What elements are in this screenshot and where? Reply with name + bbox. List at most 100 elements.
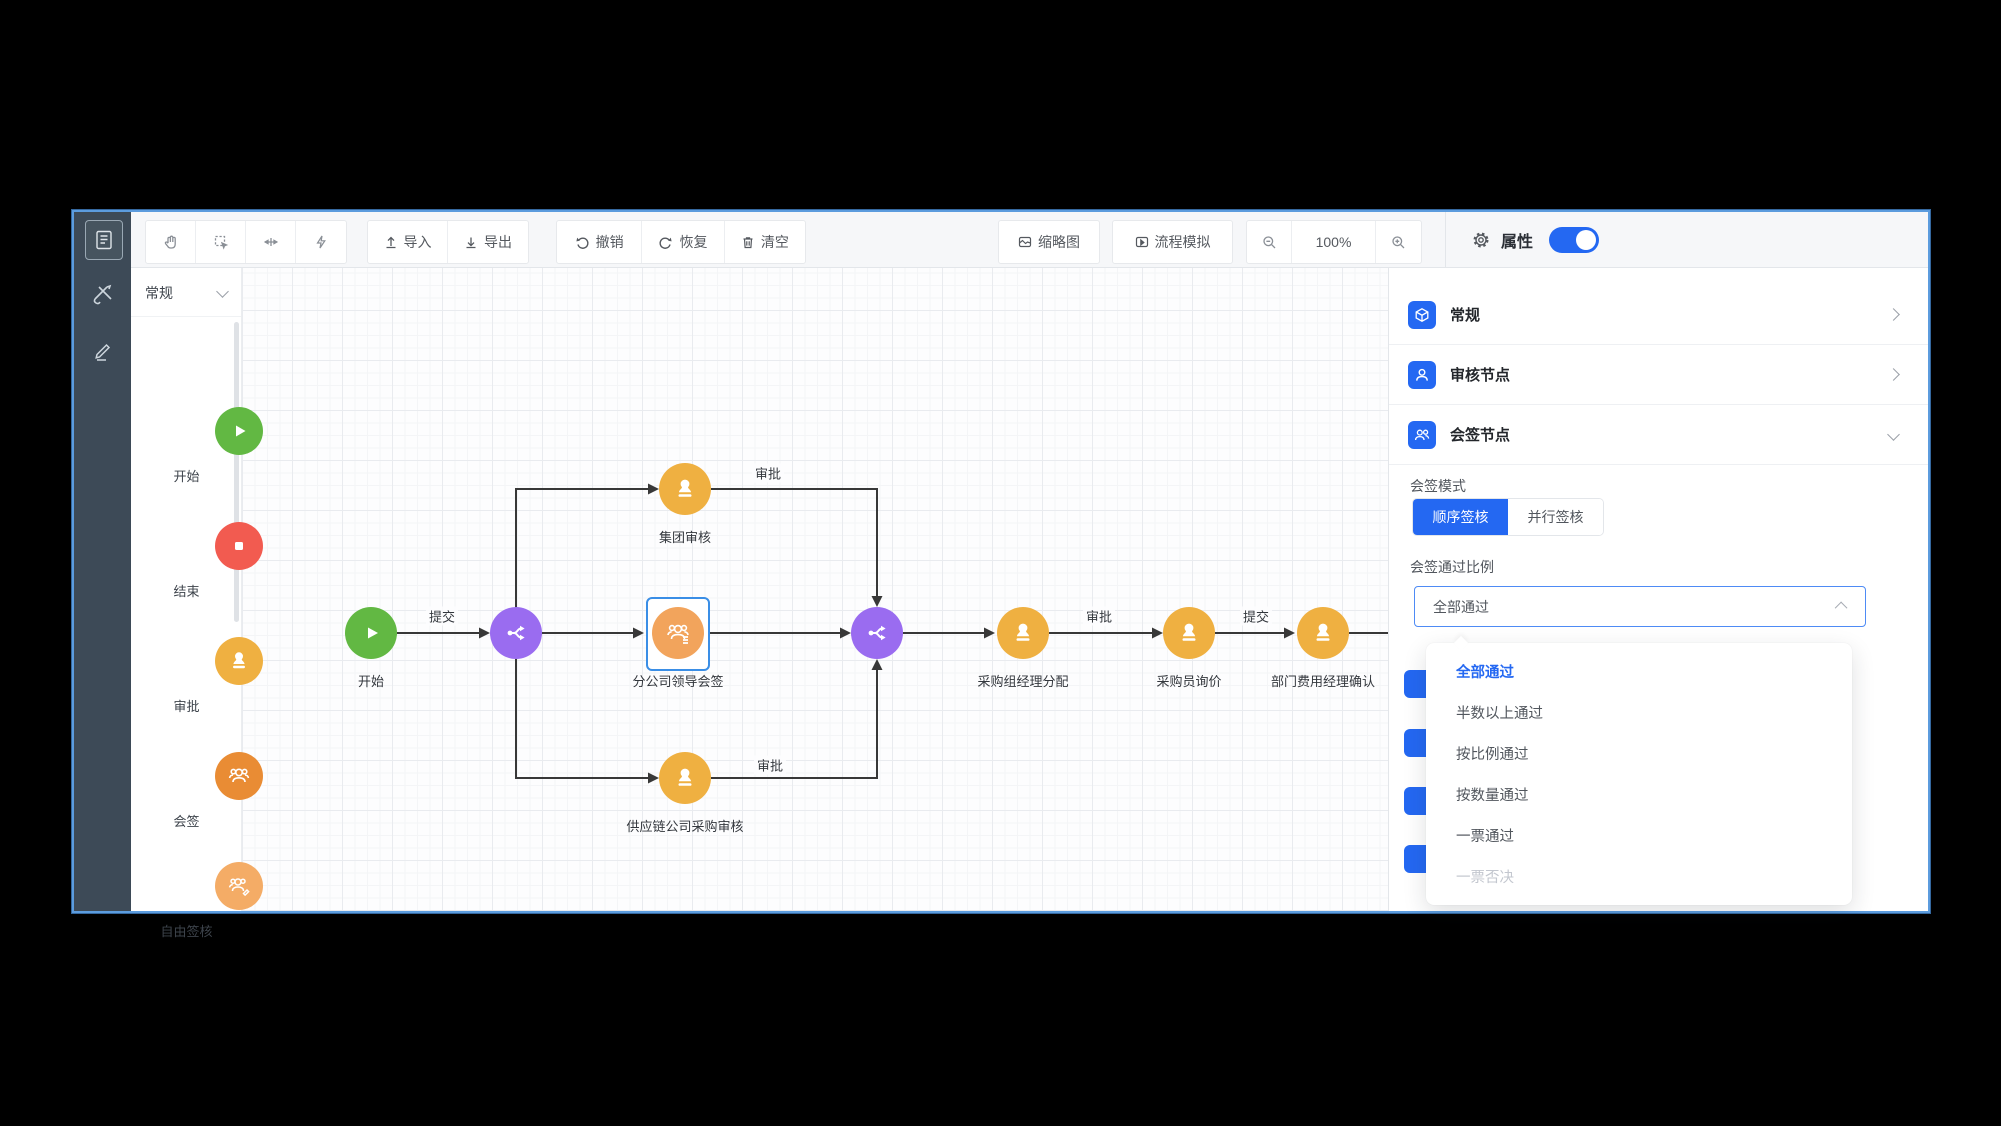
properties-toggle[interactable] xyxy=(1549,227,1600,253)
redo-icon xyxy=(658,235,673,250)
node-supplychain-review[interactable] xyxy=(659,752,711,804)
dropdown-notch xyxy=(1453,635,1469,651)
play-icon xyxy=(359,621,383,645)
clear-button[interactable]: 清空 xyxy=(725,221,805,263)
hand-tool-button[interactable] xyxy=(146,221,196,263)
pass-ratio-value: 全部通过 xyxy=(1433,598,1489,615)
lightning-icon xyxy=(313,234,329,250)
option-one-vote-veto: 一票否决 xyxy=(1456,870,1514,886)
palette-item-free-sign[interactable] xyxy=(215,862,263,910)
palette-group-label: 常规 xyxy=(145,285,173,301)
stamp-icon xyxy=(227,649,251,673)
people-sign-icon xyxy=(225,872,253,900)
undo-label: 撤销 xyxy=(595,234,624,250)
simulate-icon xyxy=(1135,236,1149,249)
edge-label: 审批 xyxy=(1082,606,1116,626)
stamp-icon xyxy=(672,476,698,502)
palette-scrollbar[interactable] xyxy=(234,322,239,622)
people-list-icon xyxy=(663,618,693,648)
palette-item-label: 结束 xyxy=(173,584,200,599)
properties-header: 属性 xyxy=(1445,212,1928,268)
pencil-icon xyxy=(92,340,114,362)
stamp-icon xyxy=(1176,620,1202,646)
node-palette: 常规 开始 结束 审批 会签 xyxy=(131,268,263,939)
trash-icon xyxy=(741,235,755,250)
rail-pages-button[interactable] xyxy=(85,220,123,260)
document-icon xyxy=(94,229,114,251)
import-icon xyxy=(384,235,398,249)
move-icon xyxy=(263,234,279,250)
export-button[interactable]: 导出 xyxy=(448,221,528,263)
move-tool-button[interactable] xyxy=(246,221,296,263)
play-icon xyxy=(228,420,250,442)
section-countersign-node[interactable]: 会签节点 xyxy=(1389,405,1928,465)
node-label: 开始 xyxy=(357,674,384,689)
palette-item-countersign[interactable] xyxy=(215,752,263,800)
gear-icon xyxy=(1471,230,1491,250)
zoom-out-button[interactable] xyxy=(1247,221,1293,263)
palette-group-header[interactable]: 常规 xyxy=(131,278,241,308)
node-buyer-inquiry[interactable] xyxy=(1163,607,1215,659)
node-branch-countersign-selected[interactable] xyxy=(652,607,704,659)
toolbar: 导入 导出 撤销 恢复 清空 xyxy=(131,212,1928,268)
zoom-in-button[interactable] xyxy=(1376,221,1421,263)
node-purchase-manager[interactable] xyxy=(997,607,1049,659)
palette-item-label: 开始 xyxy=(173,469,200,484)
tool-icon-group xyxy=(145,220,347,264)
zoom-out-icon xyxy=(1262,235,1277,250)
left-rail xyxy=(74,212,131,911)
rail-design-tools-button[interactable] xyxy=(90,282,116,308)
option-one-vote-pass[interactable]: 一票通过 xyxy=(1456,829,1514,845)
chevron-right-icon xyxy=(1887,368,1900,381)
zoom-level-value[interactable]: 100% xyxy=(1292,221,1376,263)
section-general[interactable]: 常规 xyxy=(1389,285,1928,345)
minimap-icon xyxy=(1018,236,1032,249)
sign-mode-sequential[interactable]: 顺序签核 xyxy=(1413,499,1508,535)
marquee-select-button[interactable] xyxy=(196,221,246,263)
edge-label: 提交 xyxy=(1239,606,1273,626)
stamp-icon xyxy=(1310,620,1336,646)
hand-icon xyxy=(163,234,179,250)
import-export-group: 导入 导出 xyxy=(367,220,529,264)
node-dept-expense-confirm[interactable] xyxy=(1297,607,1349,659)
node-start[interactable] xyxy=(345,607,397,659)
node-fork-split[interactable] xyxy=(490,607,542,659)
rail-pencil-button[interactable] xyxy=(90,338,116,364)
simulate-label: 流程模拟 xyxy=(1154,234,1211,250)
simulate-button[interactable]: 流程模拟 xyxy=(1112,220,1233,264)
divider xyxy=(1445,212,1446,268)
redo-label: 恢复 xyxy=(679,234,708,250)
person-icon xyxy=(1408,360,1436,389)
node-label: 采购组经理分配 xyxy=(977,674,1069,689)
palette-item-label: 审批 xyxy=(173,699,200,714)
option-all-pass[interactable]: 全部通过 xyxy=(1456,665,1514,681)
flow-canvas[interactable] xyxy=(242,268,1388,911)
minimap-button[interactable]: 缩略图 xyxy=(998,220,1100,264)
palette-item-start[interactable] xyxy=(215,407,263,455)
pass-ratio-select[interactable]: 全部通过 xyxy=(1414,586,1866,627)
toggle-knob xyxy=(1576,230,1597,250)
sign-mode-parallel[interactable]: 并行签核 xyxy=(1508,499,1603,535)
option-ratio-pass[interactable]: 按比例通过 xyxy=(1456,747,1529,763)
edge-label: 审批 xyxy=(753,755,787,775)
sign-mode-label: 会签模式 xyxy=(1410,478,1466,494)
node-fork-join[interactable] xyxy=(851,607,903,659)
section-review-node[interactable]: 审核节点 xyxy=(1389,345,1928,405)
stamp-icon xyxy=(1010,620,1036,646)
import-label: 导入 xyxy=(403,234,432,250)
redo-button[interactable]: 恢复 xyxy=(642,221,725,263)
import-button[interactable]: 导入 xyxy=(368,221,448,263)
option-majority-pass[interactable]: 半数以上通过 xyxy=(1456,706,1543,722)
clear-label: 清空 xyxy=(760,234,789,250)
palette-item-approve[interactable] xyxy=(215,637,263,685)
zoom-in-icon xyxy=(1391,235,1406,250)
pass-ratio-label: 会签通过比例 xyxy=(1410,559,1494,575)
node-group-review[interactable] xyxy=(659,463,711,515)
node-label: 集团审核 xyxy=(658,530,711,545)
undo-button[interactable]: 撤销 xyxy=(557,221,643,263)
option-count-pass[interactable]: 按数量通过 xyxy=(1456,788,1529,804)
palette-item-label: 自由签核 xyxy=(160,924,213,939)
stop-icon xyxy=(228,535,250,557)
lightning-tool-button[interactable] xyxy=(296,221,346,263)
palette-item-end[interactable] xyxy=(215,522,263,570)
